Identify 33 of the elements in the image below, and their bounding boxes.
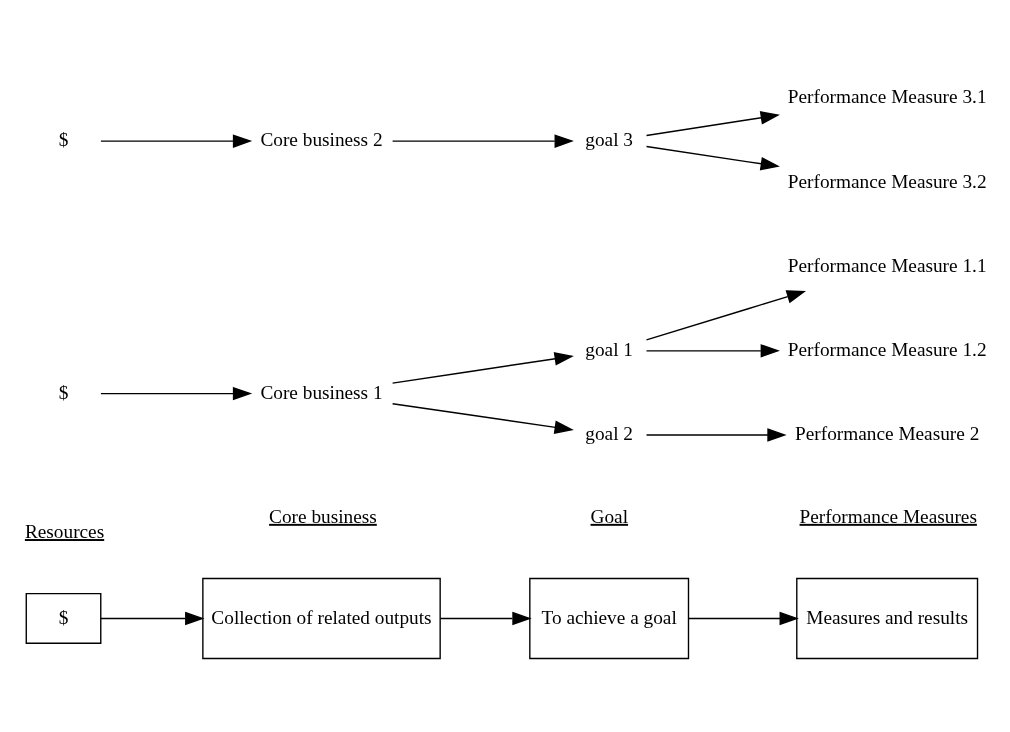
label: Core business bbox=[269, 505, 377, 527]
node-text: goal 2 bbox=[585, 423, 634, 445]
node-text: Performance Measure 2 bbox=[795, 423, 980, 445]
node-text: Performance Measure 1.2 bbox=[787, 338, 987, 360]
arrow bbox=[100, 386, 253, 401]
node-text: goal 3 bbox=[585, 129, 634, 151]
node-text: Performance Measure 3.2 bbox=[787, 170, 987, 192]
node-box: Measures and results bbox=[796, 577, 979, 660]
arrow bbox=[391, 134, 574, 148]
node-box: $ bbox=[25, 592, 102, 644]
node-text: $ bbox=[58, 381, 69, 403]
arrow bbox=[645, 344, 780, 358]
arrow bbox=[645, 111, 780, 137]
node-text: goal 1 bbox=[585, 338, 634, 360]
arrow bbox=[439, 611, 532, 626]
arrow bbox=[100, 611, 205, 626]
node-text: Performance Measure 1.1 bbox=[787, 254, 987, 276]
arrow bbox=[688, 611, 799, 626]
arrow bbox=[645, 290, 807, 341]
node-text: Core business 2 bbox=[260, 129, 383, 151]
label: Goal bbox=[590, 505, 629, 527]
node-text: Performance Measure 3.1 bbox=[787, 86, 987, 108]
arrow bbox=[645, 428, 787, 442]
label: Resources bbox=[24, 521, 105, 543]
label: Performance Measures bbox=[799, 505, 977, 527]
arrow bbox=[391, 352, 574, 384]
node-text: Core business 1 bbox=[260, 381, 383, 403]
node-text: $ bbox=[58, 129, 69, 151]
arrow bbox=[391, 403, 574, 434]
node-box: To achieve a goal bbox=[529, 577, 690, 660]
arrow bbox=[100, 134, 253, 148]
arrow bbox=[645, 145, 780, 171]
node-box: Collection of related outputs bbox=[202, 577, 441, 660]
